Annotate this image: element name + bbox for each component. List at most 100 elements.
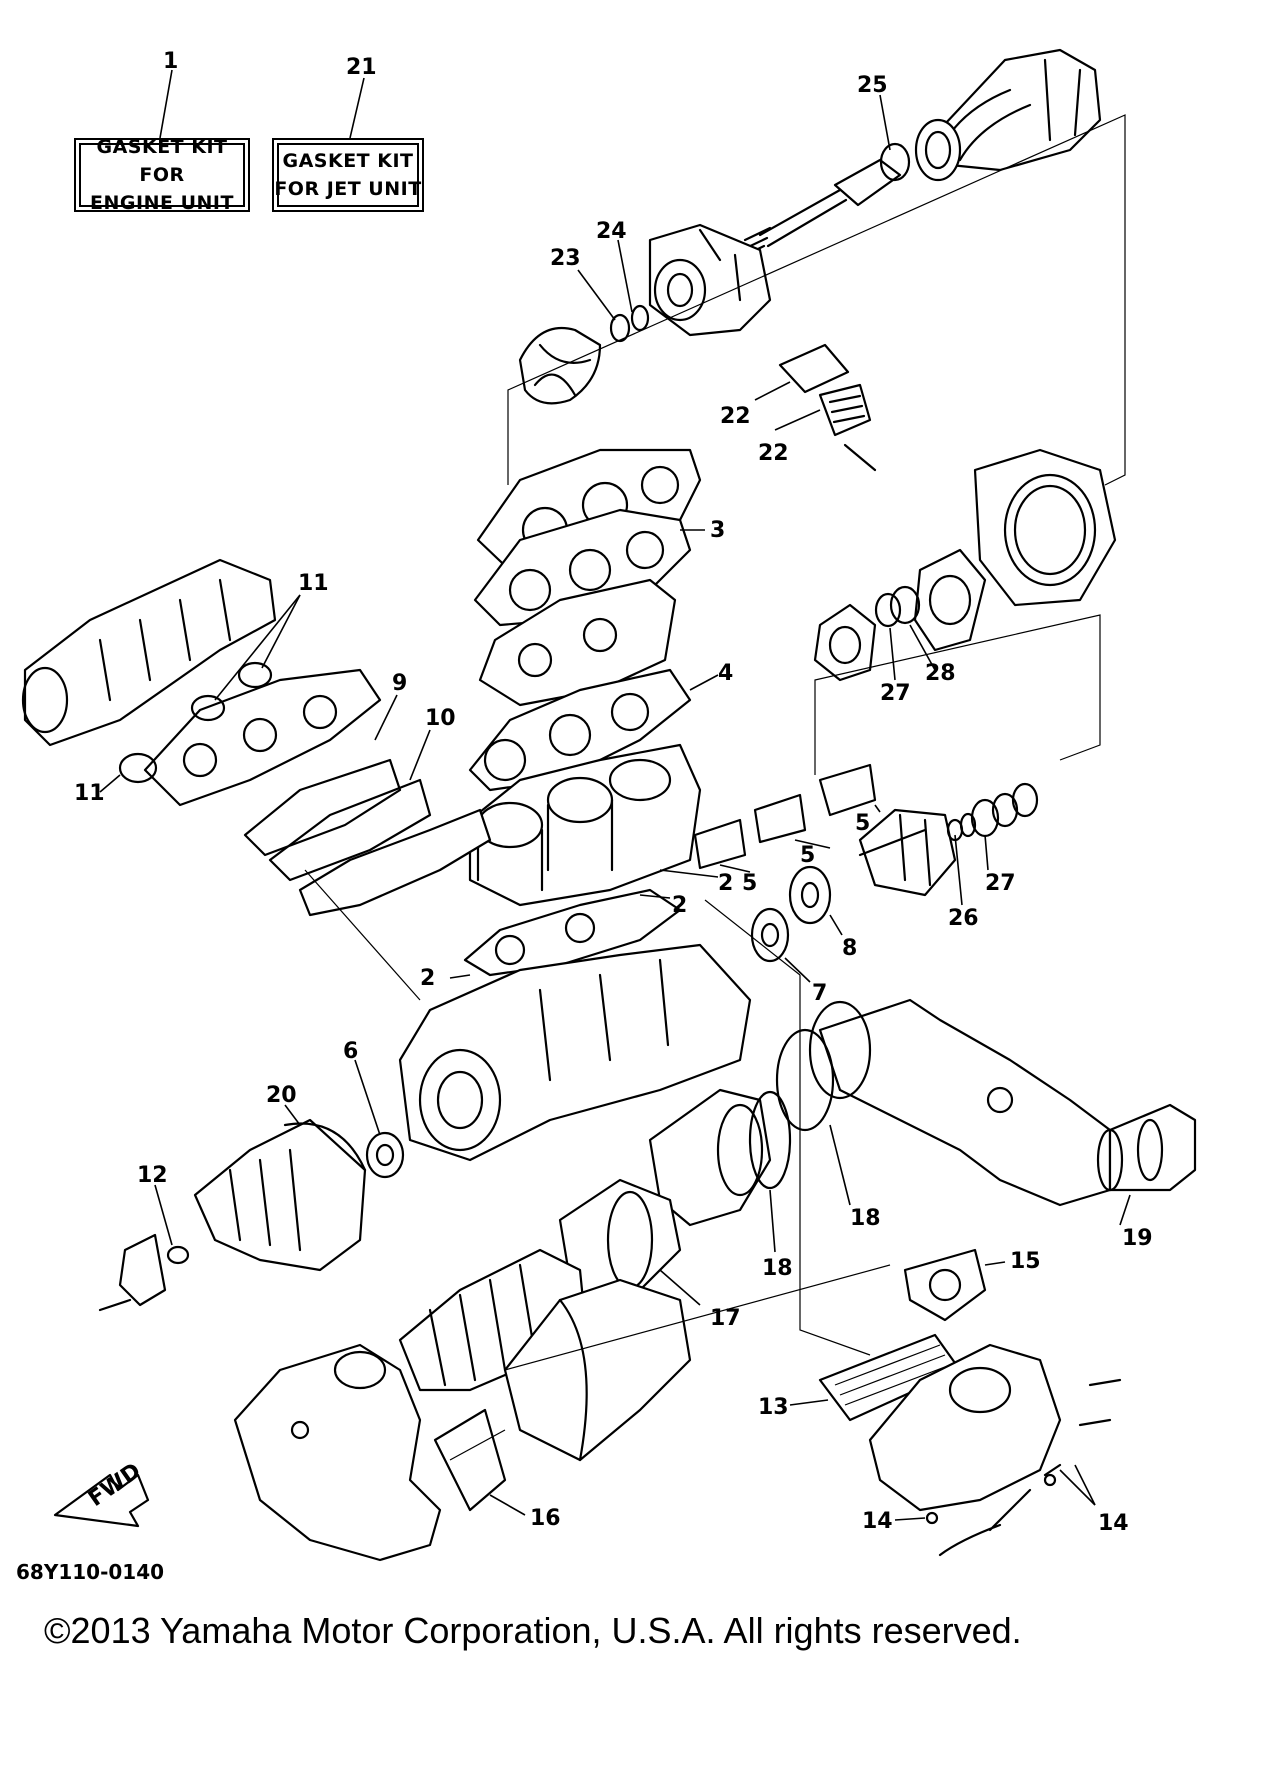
gasket-kit-jet-line1: GASKET KIT <box>282 150 414 172</box>
exhaust-cover-5a <box>818 763 877 817</box>
callout-2-c: 2 <box>420 966 435 991</box>
leader-5c <box>719 864 751 873</box>
callout-5-a: 5 <box>855 811 870 836</box>
exhaust-manifold-right <box>868 1343 1122 1512</box>
gasket-18a <box>775 1028 835 1132</box>
diagram-code: 68Y110-0140 <box>16 1560 165 1584</box>
callout-5-c: 5 <box>742 871 757 896</box>
callout-2-b: 2 <box>672 893 687 918</box>
coupler <box>858 808 957 897</box>
callout-15: 15 <box>1010 1249 1041 1274</box>
callout-6: 6 <box>343 1039 358 1064</box>
bearing-24 <box>630 304 650 332</box>
bearing-housing <box>913 548 987 652</box>
callout-20: 20 <box>266 1083 297 1108</box>
callout-11-upper: 11 <box>298 571 329 596</box>
intake-gasket-9 <box>243 758 402 857</box>
callout-28: 28 <box>925 661 956 686</box>
o-ring-11c <box>118 752 158 784</box>
leader-28 <box>909 624 936 671</box>
intermediate-housing <box>973 448 1117 607</box>
leader-21 <box>349 77 365 139</box>
callout-27-upper: 27 <box>880 681 911 706</box>
oil-seal-6 <box>365 1131 405 1179</box>
callout-18-left: 18 <box>762 1256 793 1281</box>
leader-5a <box>874 804 881 813</box>
leader-22b <box>774 409 821 431</box>
gasket-kit-jet-label: GASKET KIT FOR JET UNIT <box>272 138 424 212</box>
joint-19 <box>1096 1103 1197 1192</box>
leader-8 <box>829 914 843 936</box>
bearing-28 <box>889 585 921 625</box>
leader-10 <box>409 729 431 781</box>
callout-9: 9 <box>392 671 407 696</box>
sensor-14 <box>925 1463 1062 1557</box>
leader-5b <box>794 839 831 849</box>
cylinders <box>468 743 702 907</box>
impeller <box>518 326 602 405</box>
leader-20 <box>284 1104 301 1126</box>
leader-11a <box>261 594 301 669</box>
callout-13: 13 <box>758 1395 789 1420</box>
leader-6 <box>354 1059 381 1136</box>
callout-2-a: 2 <box>718 871 733 896</box>
crankcase <box>398 943 752 1162</box>
callout-21: 21 <box>346 55 377 80</box>
leader-16 <box>489 1494 526 1516</box>
callout-8: 8 <box>842 936 857 961</box>
gasket-kit-engine-line2: ENGINE UNIT <box>90 192 234 214</box>
callout-12: 12 <box>137 1163 168 1188</box>
copyright-notice: ©2013 Yamaha Motor Corporation, U.S.A. A… <box>44 1610 1022 1651</box>
water-lock <box>233 1343 442 1562</box>
leader-9 <box>374 694 398 741</box>
intake-silencer <box>21 558 277 747</box>
callout-3: 3 <box>710 518 725 543</box>
gasket-kit-engine-line1: GASKET KIT FOR <box>96 136 228 186</box>
o-ring-11a <box>237 661 273 689</box>
leader-23 <box>577 269 616 321</box>
leader-2b <box>639 894 671 899</box>
gasket-15 <box>903 1248 987 1322</box>
callout-1: 1 <box>163 49 178 74</box>
cylinder-base-gasket <box>463 888 682 977</box>
callout-17: 17 <box>710 1306 741 1331</box>
jet-pump-housing <box>914 48 1102 182</box>
callout-5-b: 5 <box>800 843 815 868</box>
coupling-housing-left <box>813 603 877 682</box>
callout-26: 26 <box>948 906 979 931</box>
leader-27b <box>984 834 989 871</box>
leader-18a <box>829 1124 851 1206</box>
gasket-16 <box>433 1408 507 1512</box>
leader-11b <box>214 594 301 701</box>
gasket-kit-engine-label: GASKET KIT FOR ENGINE UNIT <box>74 136 250 214</box>
reed-valve-gasket-10 <box>268 778 432 882</box>
leader-14a <box>894 1517 926 1521</box>
leader-14c <box>1074 1464 1096 1506</box>
cylinder-head-gasket-3 <box>473 508 692 627</box>
leader-24 <box>617 239 633 313</box>
leader-26 <box>954 834 963 906</box>
exhaust-cover-5b <box>753 793 807 844</box>
callout-23: 23 <box>550 246 581 271</box>
gasket-20 <box>283 1122 367 1172</box>
exhaust-chamber-1 <box>808 998 1112 1207</box>
leader-19 <box>1119 1194 1131 1226</box>
seal-8 <box>788 865 832 925</box>
cylinder-head-cover <box>478 578 677 707</box>
leader-7 <box>784 957 811 983</box>
callout-14-right: 14 <box>1098 1511 1129 1536</box>
leader-17 <box>659 1269 701 1306</box>
leader-22a <box>754 381 791 401</box>
exhaust-cover-5c <box>693 818 747 870</box>
callout-4: 4 <box>718 661 733 686</box>
o-ring-25 <box>879 142 911 182</box>
gasket-kit-jet-line2: FOR JET UNIT <box>274 178 422 200</box>
leader-2a <box>659 869 719 878</box>
leader-15 <box>984 1261 1006 1266</box>
callout-10: 10 <box>425 706 456 731</box>
callout-7: 7 <box>812 981 827 1006</box>
callout-11-lower: 11 <box>74 781 105 806</box>
carburetors <box>143 668 382 807</box>
callout-24: 24 <box>596 219 627 244</box>
